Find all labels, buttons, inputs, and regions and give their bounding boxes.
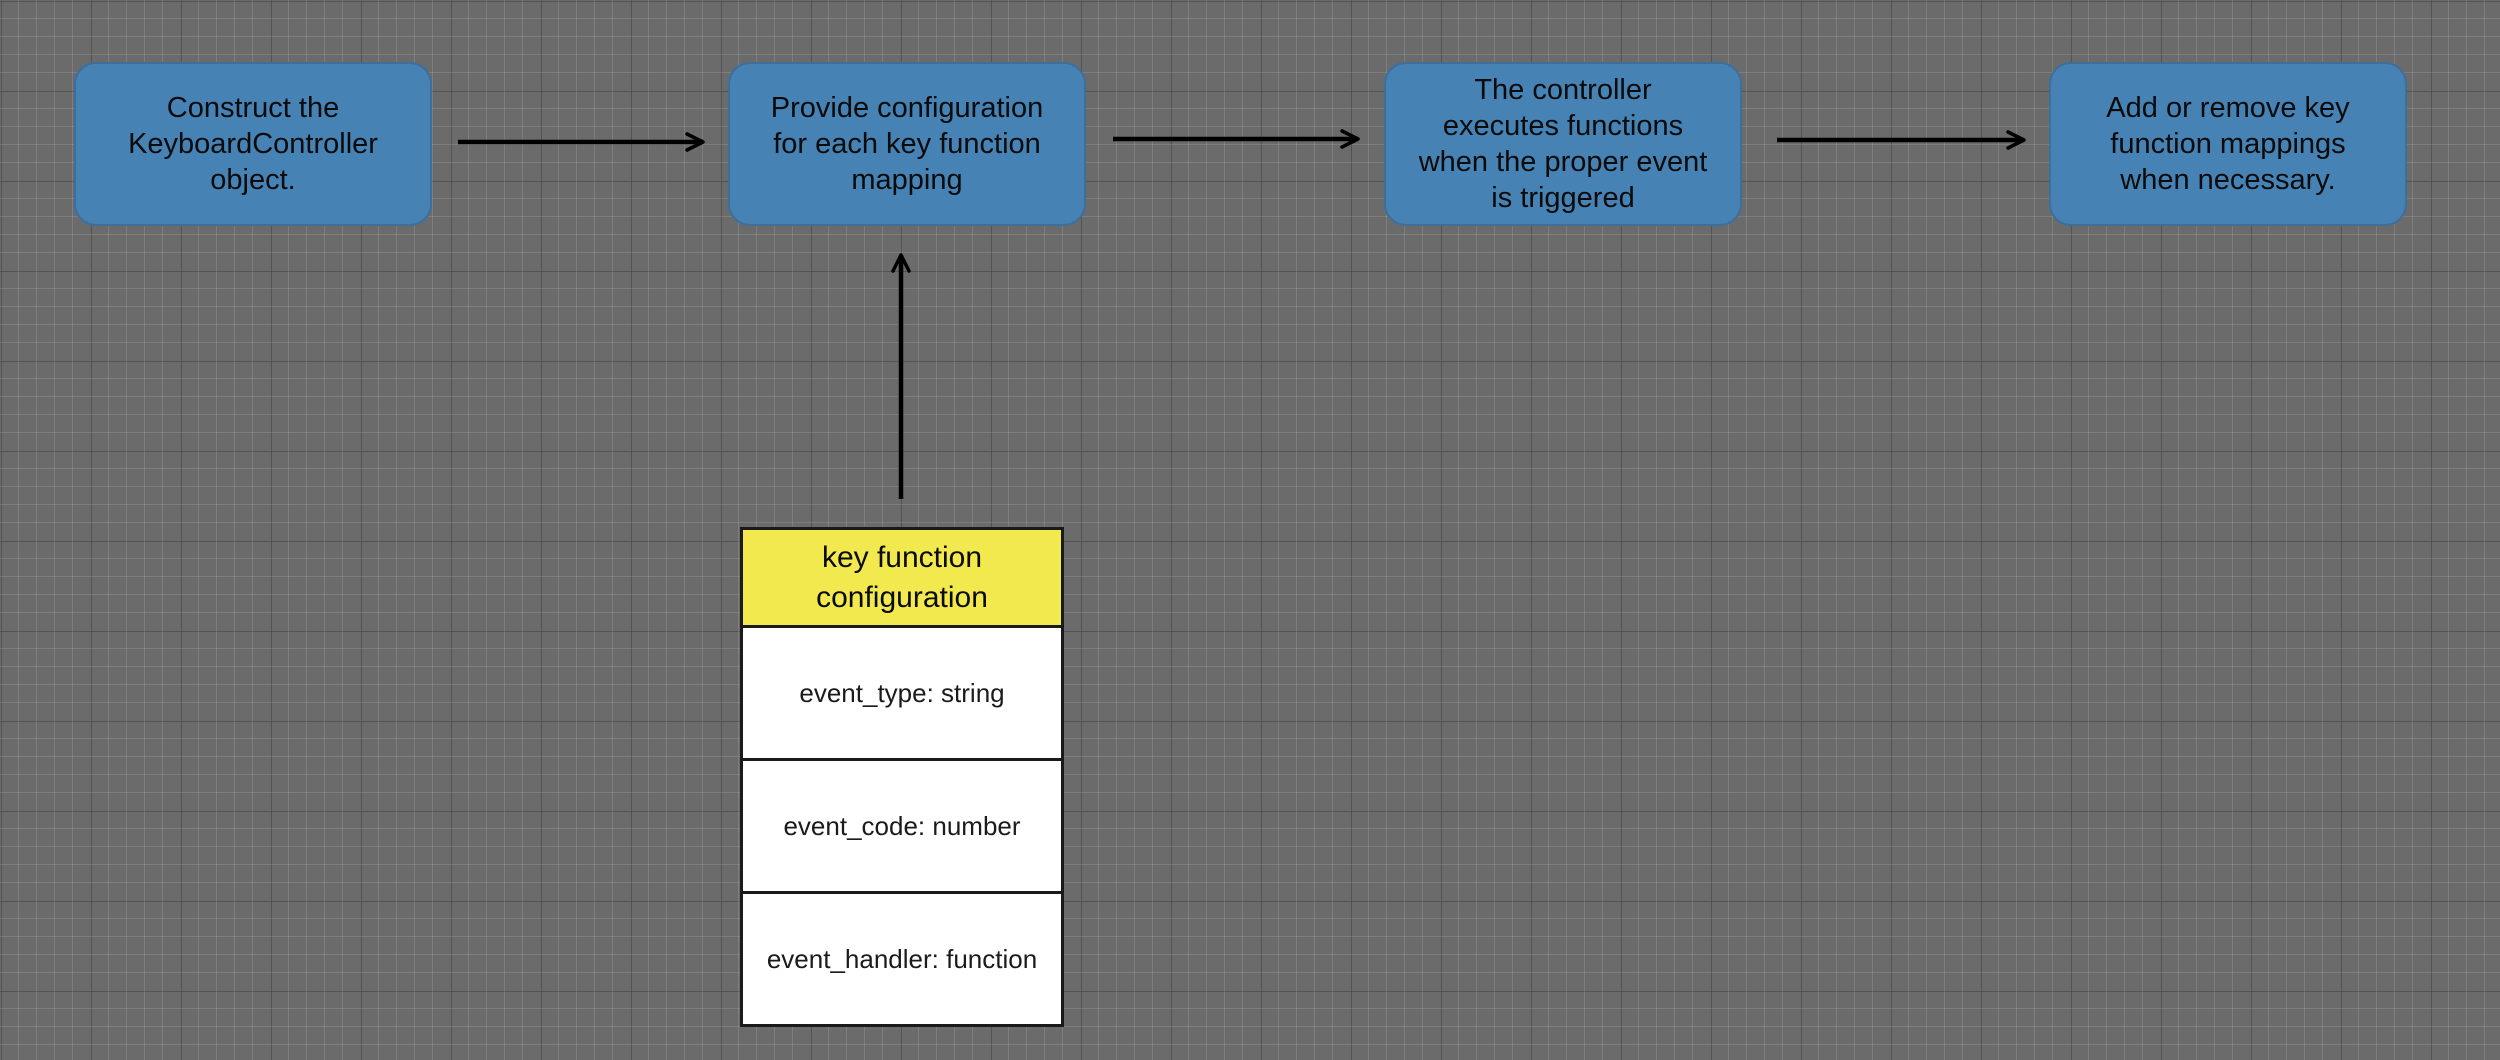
node-execute-functions[interactable]: The controller executes functions when t… <box>1384 62 1742 226</box>
config-field-event-code: event_code: number <box>743 761 1061 894</box>
node-label: Construct the KeyboardController object. <box>128 92 378 196</box>
node-label: The controller executes functions when t… <box>1418 74 1708 214</box>
config-field-event-type: event_type: string <box>743 628 1061 761</box>
node-provide-configuration[interactable]: Provide configuration for each key funct… <box>728 62 1086 226</box>
key-function-configuration-table[interactable]: key function configuration event_type: s… <box>740 527 1064 1027</box>
node-label: Add or remove key function mappings when… <box>2106 92 2350 196</box>
config-table-header: key function configuration <box>743 530 1061 628</box>
node-construct-controller[interactable]: Construct the KeyboardController object. <box>74 62 432 226</box>
node-label: Provide configuration for each key funct… <box>770 92 1044 196</box>
node-add-remove-mappings[interactable]: Add or remove key function mappings when… <box>2049 62 2407 226</box>
config-field-event-handler: event_handler: function <box>743 894 1061 1024</box>
